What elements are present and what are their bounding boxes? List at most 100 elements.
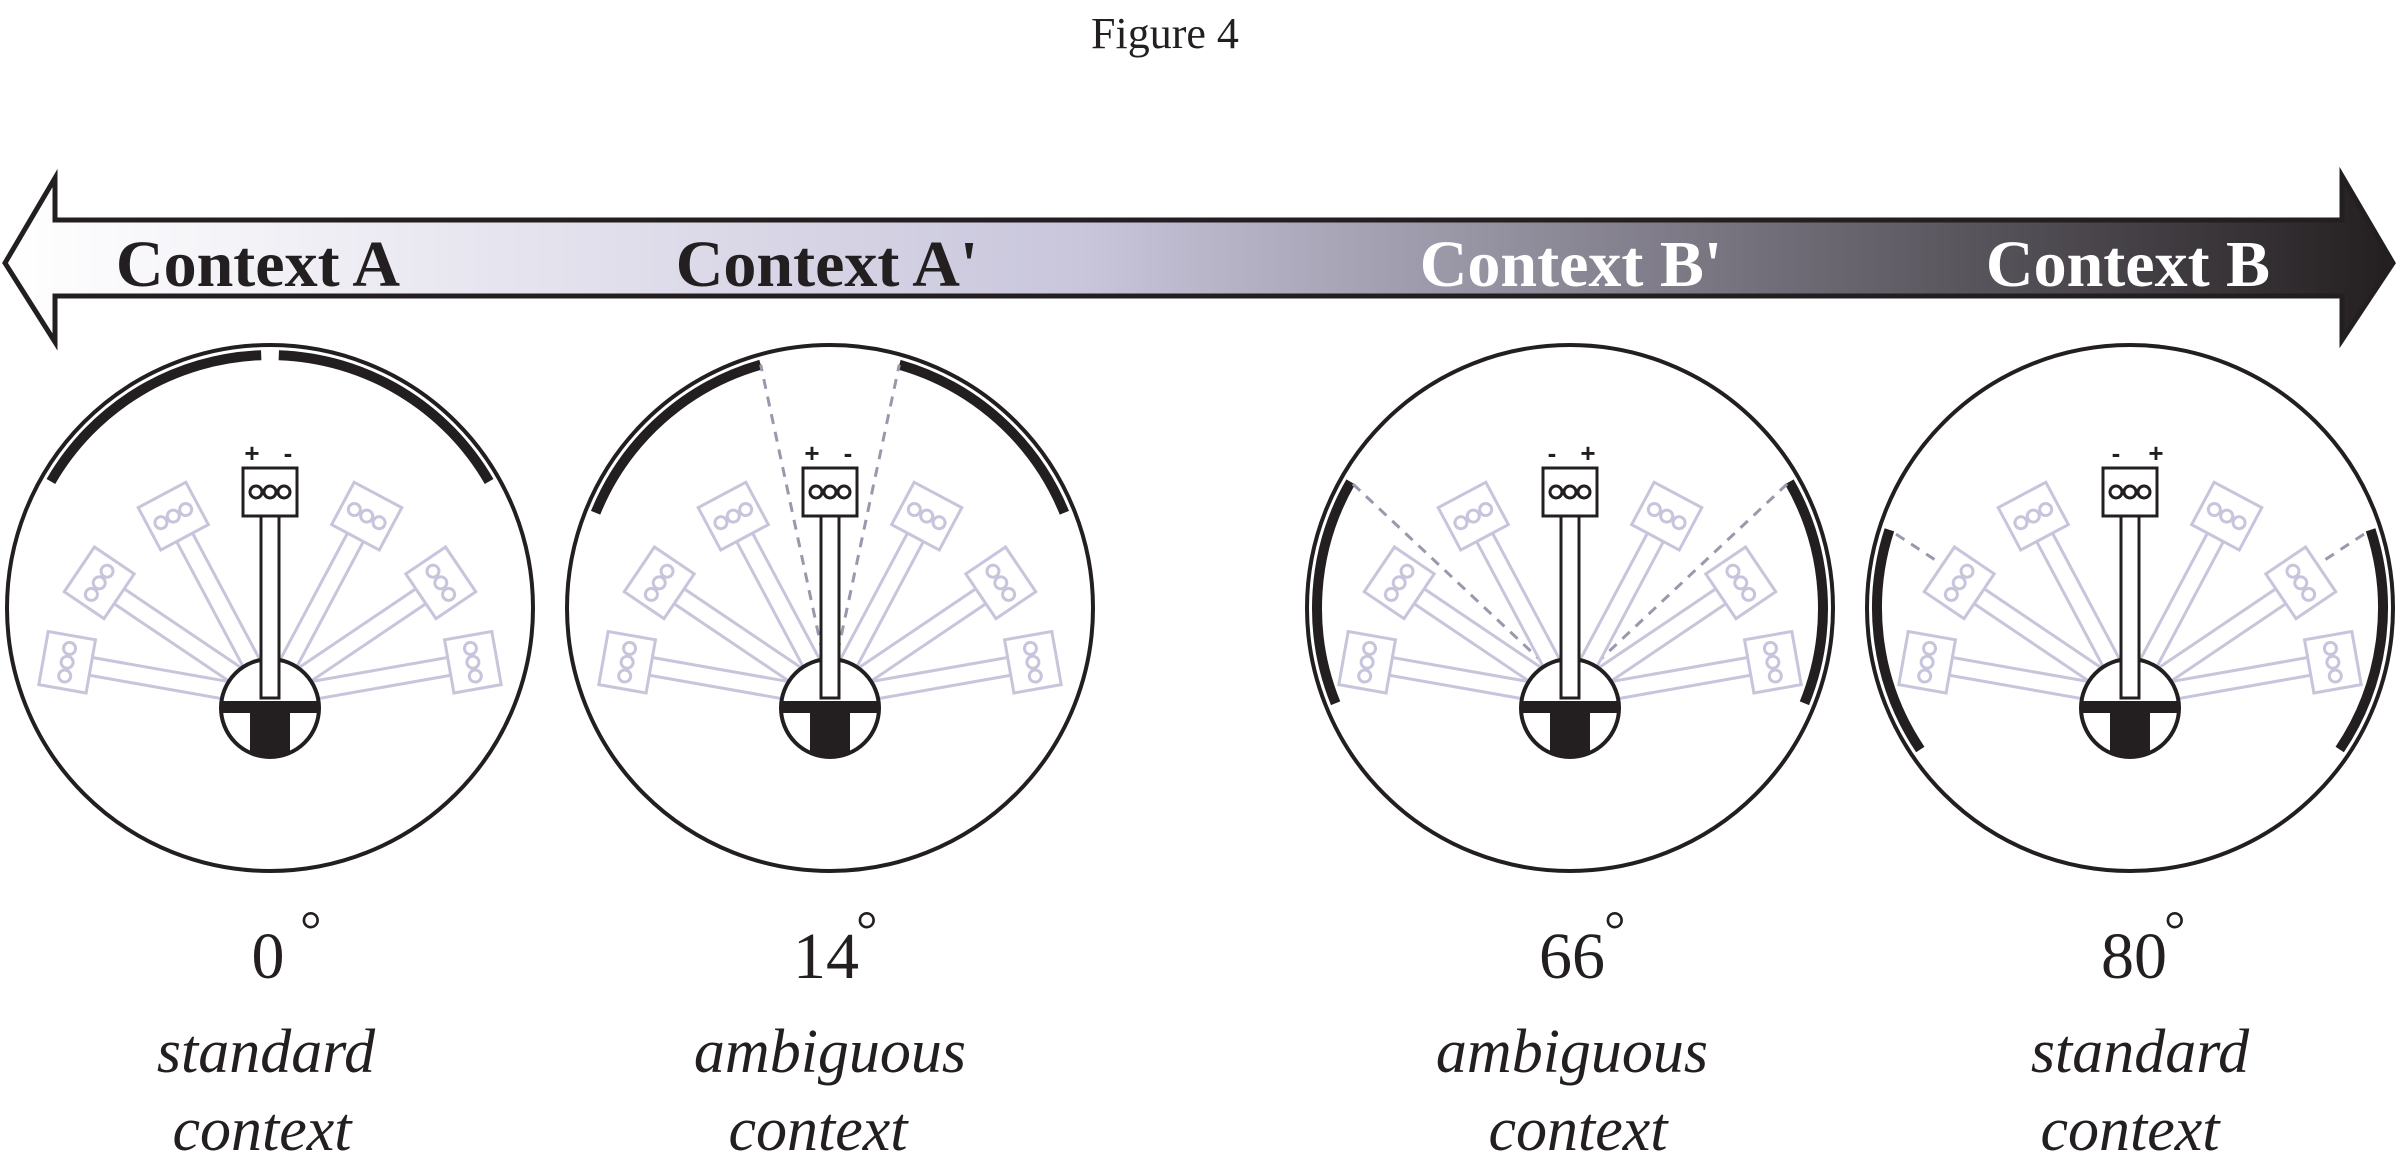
contact-dot bbox=[2219, 508, 2235, 524]
contact-dot bbox=[2038, 502, 2054, 518]
contact-dot bbox=[2231, 515, 2247, 531]
polarity-right-label: - bbox=[844, 438, 853, 468]
boundary-arc-left bbox=[1872, 528, 1925, 753]
device-head bbox=[1996, 480, 2071, 553]
contact-dot bbox=[2325, 654, 2341, 670]
device-head bbox=[696, 480, 771, 553]
pivot-bar bbox=[223, 701, 317, 713]
contact-dot bbox=[2122, 484, 2138, 500]
contact-dot bbox=[83, 586, 99, 602]
context-description-line1: ambiguous bbox=[694, 1018, 966, 1086]
contact-dot bbox=[276, 484, 292, 500]
apparatus-diagram bbox=[5, 343, 535, 873]
guide-line-right bbox=[1568, 480, 1791, 690]
contact-dot bbox=[659, 563, 675, 579]
ghost-device bbox=[2120, 480, 2264, 705]
contact-dot bbox=[359, 508, 375, 524]
device-head bbox=[1629, 480, 1704, 553]
contact-dot bbox=[1022, 640, 1038, 656]
contact-dot bbox=[2013, 515, 2029, 531]
angle-value: 80 bbox=[2101, 920, 2167, 993]
context-a-prime-label: Context A' bbox=[676, 228, 978, 301]
degree-symbol: ° bbox=[856, 900, 878, 960]
device-head bbox=[1541, 466, 1599, 518]
contact-dot bbox=[1391, 575, 1407, 591]
contact-dot bbox=[985, 563, 1001, 579]
device-head bbox=[2189, 480, 2264, 553]
panel-80-degrees: - + 80 ° standard context bbox=[1865, 343, 2395, 1164]
boundary-arc-left bbox=[1312, 479, 1356, 706]
boundary-arc-right bbox=[1784, 479, 1828, 706]
contact-dot bbox=[1959, 563, 1975, 579]
contact-dot bbox=[738, 502, 754, 518]
contact-dot bbox=[91, 575, 107, 591]
context-b-prime-label: Context B' bbox=[1420, 228, 1722, 301]
polarity-right-label: + bbox=[2148, 438, 2163, 468]
context-description-line1: standard bbox=[2031, 1018, 2250, 1086]
contact-dot bbox=[822, 484, 838, 500]
contact-dot bbox=[57, 668, 73, 684]
pivot-stem bbox=[810, 713, 850, 755]
contact-dot bbox=[1765, 654, 1781, 670]
device-arm bbox=[259, 514, 281, 700]
contact-dot bbox=[1919, 654, 1935, 670]
contact-dot bbox=[1357, 668, 1373, 684]
contact-dot bbox=[1027, 668, 1043, 684]
guide-line-left bbox=[1888, 528, 2131, 690]
contact-dot bbox=[371, 515, 387, 531]
contact-dot bbox=[1917, 668, 1933, 684]
panel-0-degrees: + - 0 ° standard context bbox=[5, 343, 535, 1164]
figure-title: Figure 4 bbox=[1091, 9, 1239, 58]
active-device-top bbox=[2101, 466, 2159, 700]
polarity-left-label: - bbox=[1548, 438, 1557, 468]
angle-value: 0 bbox=[252, 920, 285, 993]
pivot-stem bbox=[250, 713, 290, 755]
context-b-label: Context B bbox=[1986, 228, 2270, 301]
polarity-right-label: + bbox=[1580, 438, 1595, 468]
apparatus-diagram bbox=[1305, 343, 1835, 873]
contact-dot bbox=[2301, 586, 2317, 602]
degree-symbol: ° bbox=[300, 900, 322, 960]
contact-dot bbox=[441, 586, 457, 602]
contact-dot bbox=[62, 640, 78, 656]
context-description-line2: context bbox=[728, 1096, 909, 1164]
contact-dot bbox=[1767, 668, 1783, 684]
context-gradient-arrow bbox=[2, 166, 2396, 351]
contact-dot bbox=[425, 563, 441, 579]
device-head bbox=[403, 544, 478, 621]
guide-line-right bbox=[2129, 528, 2372, 690]
device-head bbox=[1703, 544, 1778, 621]
boundary-arc-right bbox=[897, 359, 1070, 515]
contact-dot bbox=[1943, 586, 1959, 602]
contact-dot bbox=[1548, 484, 1564, 500]
device-head bbox=[329, 480, 404, 553]
angle-value: 66 bbox=[1539, 920, 1605, 993]
boundary-arc-right bbox=[278, 350, 494, 485]
polarity-left-label: + bbox=[804, 438, 819, 468]
contact-dot bbox=[1465, 508, 1481, 524]
contact-dot bbox=[346, 502, 362, 518]
context-description-line2: context bbox=[2040, 1096, 2221, 1164]
pivot-stem bbox=[2110, 713, 2150, 755]
contact-dot bbox=[2206, 502, 2222, 518]
guide-line-left bbox=[1349, 480, 1572, 690]
contact-dot bbox=[2136, 484, 2152, 500]
contact-dot bbox=[906, 502, 922, 518]
apparatus-diagram bbox=[1865, 343, 2395, 873]
device-head bbox=[241, 466, 299, 518]
device-head bbox=[2302, 629, 2363, 695]
device-head bbox=[1337, 629, 1398, 695]
device-arm bbox=[1559, 514, 1581, 700]
contact-dot bbox=[248, 484, 264, 500]
ghost-device bbox=[1560, 480, 1704, 705]
contact-dot bbox=[2025, 508, 2041, 524]
context-description-line2: context bbox=[1488, 1096, 1669, 1164]
contact-dot bbox=[262, 484, 278, 500]
contact-dot bbox=[2285, 563, 2301, 579]
contact-dot bbox=[2327, 668, 2343, 684]
device-head bbox=[62, 544, 137, 621]
contact-dot bbox=[1576, 484, 1592, 500]
contact-dot bbox=[1646, 502, 1662, 518]
device-head bbox=[1436, 480, 1511, 553]
contact-dot bbox=[2108, 484, 2124, 500]
